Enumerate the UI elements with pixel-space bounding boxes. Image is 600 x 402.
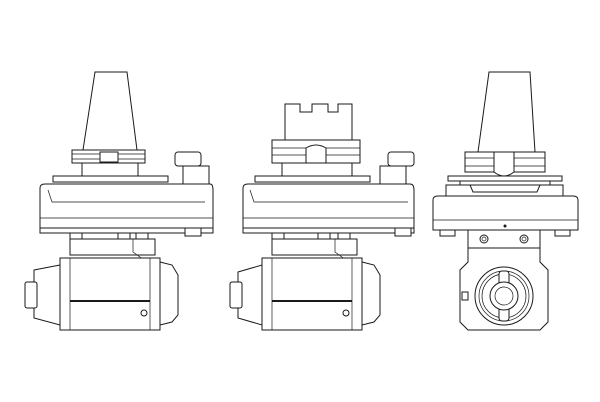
spindle-housing [261,257,363,331]
connector-knob [387,151,415,167]
grease-nipple [140,309,148,317]
flat-shank [284,103,353,141]
neck [271,238,358,256]
spindle-nose [361,261,381,326]
taper-shank [477,71,536,153]
flange-plate [52,175,169,183]
side-connector [33,264,61,326]
gear-housing [39,183,214,229]
flange-plate [254,175,371,183]
grease-nipple [342,309,350,317]
side-view-flat-shank [229,103,415,331]
side-view-taper [24,71,214,331]
spindle-housing [59,257,161,331]
flange-plate [447,175,563,182]
grease-nipple [461,291,469,301]
gear-housing [242,183,415,229]
neck [69,238,156,256]
taper-shank [82,71,138,151]
front-view-taper [432,71,579,331]
gear-housing [432,195,579,231]
spindle-nose [159,261,179,326]
connector-knob [174,151,202,167]
mount-block [467,229,541,249]
